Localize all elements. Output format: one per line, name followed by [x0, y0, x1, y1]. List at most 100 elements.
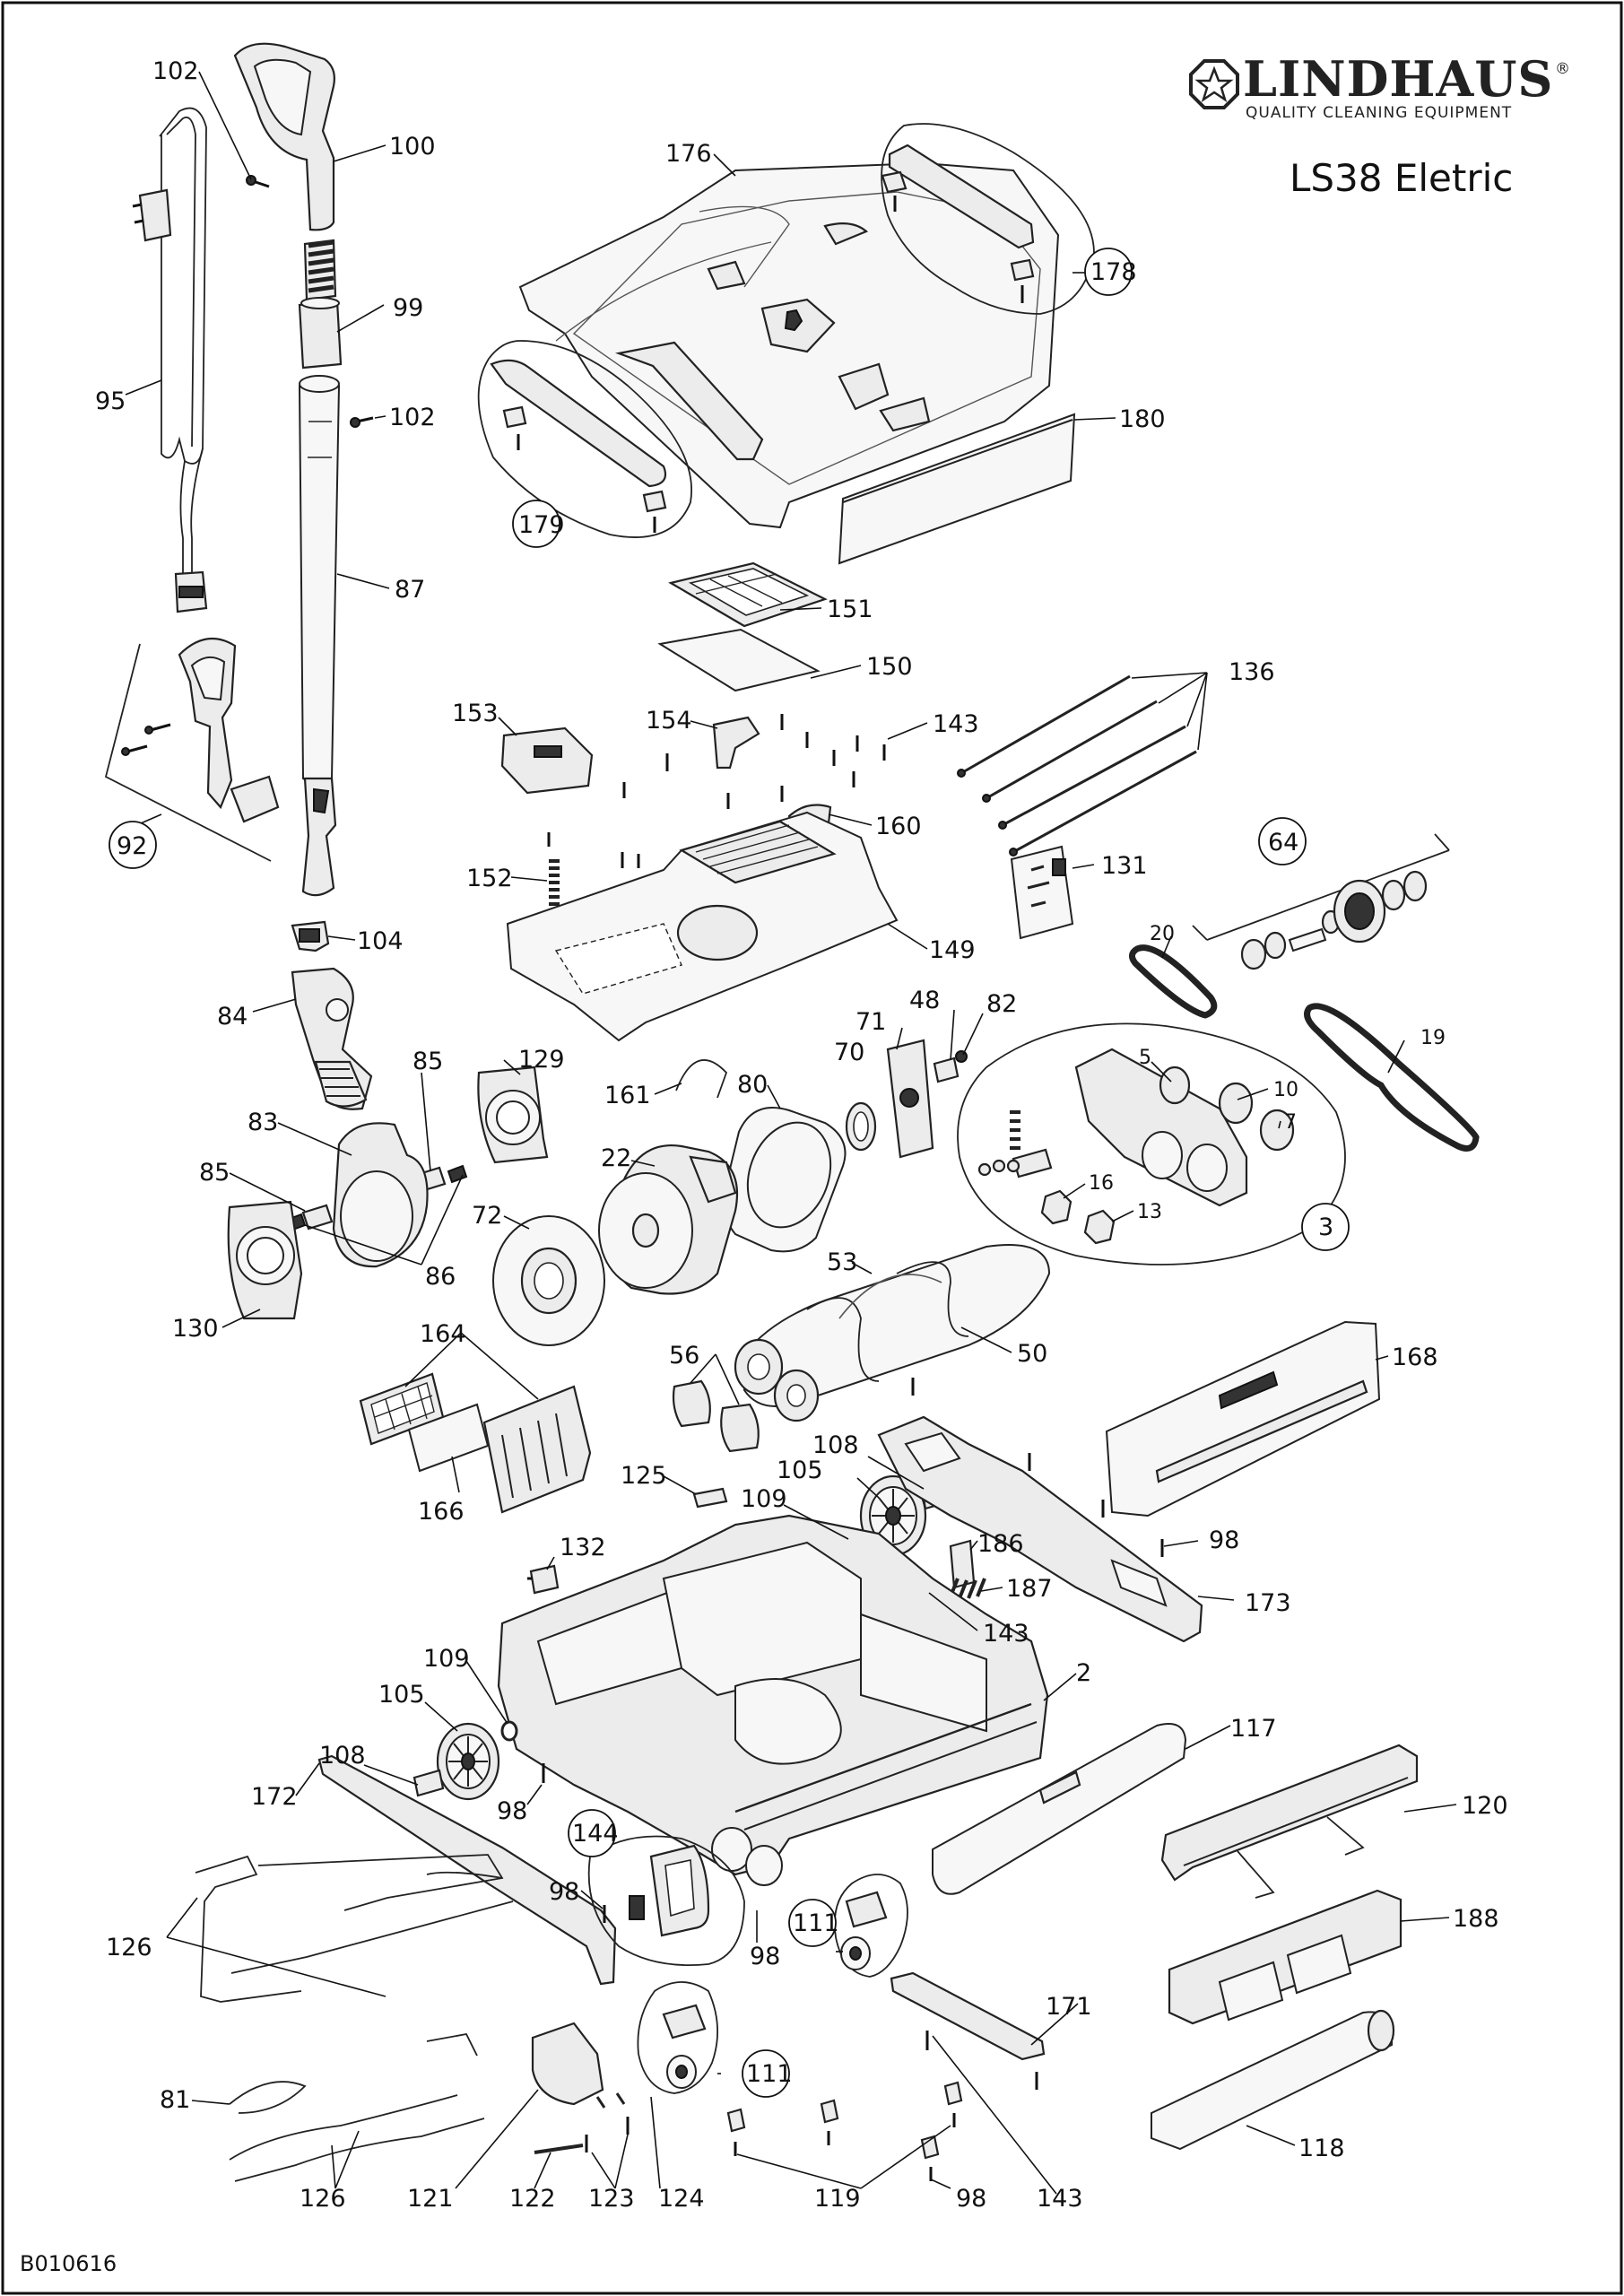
nut-16-part	[1040, 1189, 1073, 1225]
callout-label: 87	[395, 576, 425, 604]
clip-part	[230, 775, 280, 823]
axle-108b-part	[413, 1769, 445, 1797]
callout-label: 56	[669, 1342, 699, 1370]
fitting-48-part	[933, 1057, 960, 1083]
callout-label: 111	[793, 1909, 839, 1937]
callout-label: 108	[319, 1742, 366, 1770]
caster-111a-part	[845, 1891, 888, 1928]
callout-label: 48	[909, 987, 940, 1014]
callout-label: 168	[1392, 1344, 1438, 1371]
group-circles	[109, 248, 1350, 2098]
callout-label: 100	[389, 133, 436, 161]
callout-label: 104	[357, 927, 404, 955]
callout-label: 19	[1420, 1027, 1446, 1049]
callout-label: 85	[413, 1048, 443, 1075]
tube-lower-part	[301, 777, 337, 897]
callout-label: 124	[658, 2185, 705, 2213]
callout-label: 7	[1284, 1111, 1297, 1134]
handle-grip-part	[233, 42, 335, 231]
callout-label: 122	[509, 2185, 556, 2213]
frame-126b-part	[230, 1871, 514, 1974]
group-144-outline	[587, 1835, 745, 1967]
callout-label: 70	[834, 1039, 864, 1066]
pin-86a-part	[447, 1164, 468, 1184]
part-153	[500, 726, 594, 795]
group-92-outline	[104, 643, 272, 862]
callout-label: 171	[1046, 1993, 1092, 2021]
handle-grip-slot	[253, 58, 312, 136]
callout-label: 16	[1089, 1172, 1114, 1195]
callout-label: 144	[572, 1820, 619, 1848]
model-title: LS38 Eletric	[1290, 156, 1513, 200]
ring-109b-part	[500, 1720, 518, 1742]
bumper-strip-180-part	[838, 413, 1076, 565]
callout-label: 172	[251, 1783, 298, 1811]
callout-label: 187	[1006, 1575, 1053, 1603]
callout-label: 85	[199, 1159, 230, 1187]
handle-assembly	[104, 42, 549, 1320]
callout-label: 153	[452, 700, 499, 727]
callout-label: 125	[621, 1462, 667, 1490]
callout-label: 86	[425, 1263, 456, 1291]
callout-label: 20	[1150, 923, 1175, 945]
side-bar-172-part	[317, 1754, 617, 1986]
callout-label: 132	[560, 1534, 606, 1561]
belt-20-part	[1129, 944, 1218, 1019]
cover-handle-slot	[614, 341, 764, 461]
filter-assembly	[500, 561, 1197, 1042]
callout-label: 102	[389, 404, 436, 431]
part-125	[692, 1487, 728, 1509]
callout-label: 120	[1462, 1792, 1508, 1820]
callout-label: 5	[1139, 1047, 1151, 1069]
callout-label: 98	[1209, 1526, 1239, 1554]
callout-label: 99	[393, 294, 423, 322]
part-171	[890, 1971, 1046, 2061]
callout-label: 154	[646, 707, 692, 735]
callout-label: 131	[1101, 852, 1148, 880]
pin-85b-part	[301, 1204, 334, 1231]
motor-assembly	[492, 833, 1480, 1453]
leader-lines	[119, 71, 1457, 2195]
callout-label: 84	[217, 1003, 248, 1031]
logo-octagon-icon	[1189, 59, 1239, 109]
callout-label: 98	[750, 1943, 780, 1970]
callout-label: 98	[497, 1797, 527, 1825]
callout-label: 152	[466, 865, 513, 892]
callout-label: 80	[737, 1071, 768, 1099]
grille-part	[679, 820, 837, 884]
callout-label: 98	[549, 1878, 579, 1906]
callout-label: 111	[746, 2060, 793, 2088]
callout-label: 109	[423, 1645, 470, 1673]
group-111b-outline	[637, 1981, 718, 2094]
rods-136-part	[957, 674, 1197, 857]
cover-188-part	[1168, 1889, 1403, 2025]
callout-label: 188	[1453, 1905, 1499, 1933]
coupling-sleeve-part	[298, 300, 343, 370]
nut-13-part	[1083, 1209, 1116, 1245]
callout-label: 180	[1119, 405, 1166, 433]
callout-label: 123	[588, 2185, 635, 2213]
slats-164-part	[482, 1385, 592, 1514]
callout-label: 161	[604, 1082, 651, 1109]
wheel-105b-part	[436, 1722, 500, 1801]
rear-bar-118-part	[1151, 2011, 1393, 2151]
callout-label: 150	[866, 653, 913, 681]
callout-label: 10	[1273, 1079, 1298, 1101]
callout-label: 105	[378, 1681, 425, 1709]
brush-120-part	[1160, 1744, 1419, 1882]
callout-labels: 102 100 99 102 95 87 92 104 84 85 129 83…	[95, 57, 1508, 2213]
callout-label: 160	[875, 813, 922, 840]
screw-102-part	[246, 175, 270, 188]
pad-166-part	[407, 1403, 490, 1473]
tube-part	[298, 379, 341, 783]
drawing-code: B010616	[20, 2251, 117, 2276]
callout-label: 118	[1298, 2135, 1345, 2162]
gear-set-64-part	[1240, 870, 1428, 970]
power-cable-part	[132, 107, 208, 613]
callout-label: 22	[601, 1144, 631, 1172]
callout-label: 64	[1268, 829, 1298, 857]
clips-119-part	[726, 2081, 963, 2181]
callout-label: 119	[814, 2185, 861, 2213]
